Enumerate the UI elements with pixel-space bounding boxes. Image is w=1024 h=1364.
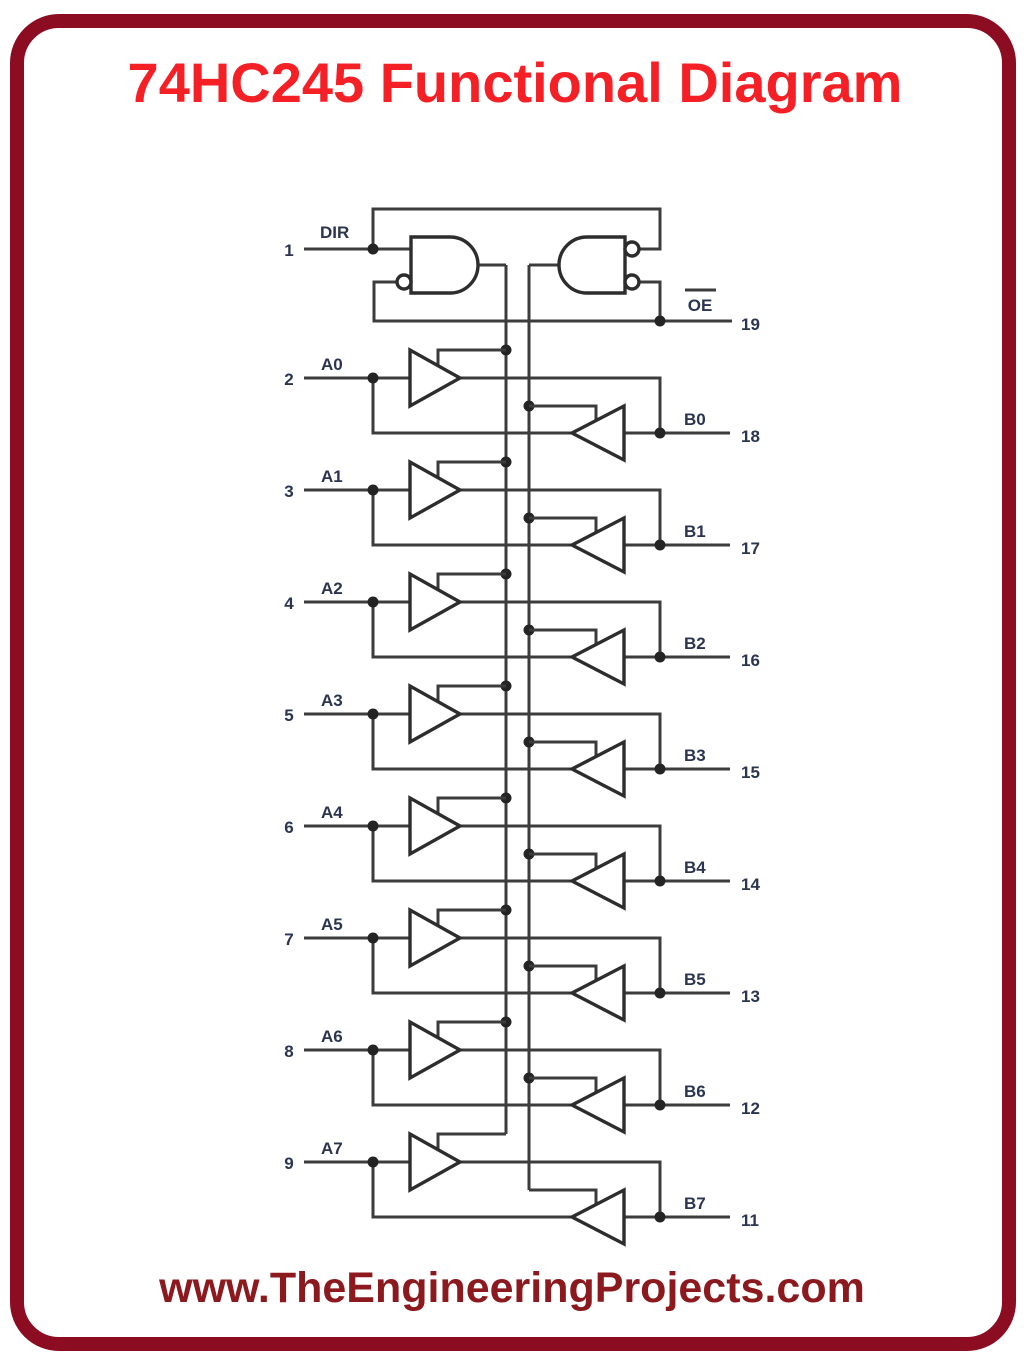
- dir-and-gate: [409, 235, 480, 295]
- a-port-label: A4: [321, 803, 343, 822]
- oe-and-gate: [557, 235, 627, 295]
- dir-pin-number: 1: [284, 241, 293, 260]
- b-port-label: B2: [684, 634, 706, 653]
- b-pin-number: 15: [741, 763, 760, 782]
- oe-rail-wire: [372, 280, 732, 323]
- b-pin-number: 12: [741, 1099, 760, 1118]
- channel-wires: [302, 572, 732, 686]
- channel-wires: [302, 908, 732, 1022]
- a-pin-number: 2: [284, 370, 293, 389]
- b-port-label: B4: [684, 858, 706, 877]
- direction-control-logic: DIR 1 OE 19: [284, 207, 760, 1190]
- a-pin-number: 8: [284, 1042, 293, 1061]
- oe-gate-input-wire: [639, 280, 662, 321]
- border-frame: [10, 14, 1016, 1351]
- a-port-label: A1: [321, 467, 343, 486]
- b-pin-number: 16: [741, 651, 760, 670]
- channel-wires: [302, 460, 732, 574]
- a-pin-number: 7: [284, 930, 293, 949]
- b-pin-number: 14: [741, 875, 760, 894]
- b-pin-number: 13: [741, 987, 760, 1006]
- channel-7: 9 A7 B7 11: [284, 1132, 759, 1246]
- b-port-label: B1: [684, 522, 706, 541]
- b-port-label: B6: [684, 1082, 706, 1101]
- channel-wires: [302, 796, 732, 910]
- a-port-label: A3: [321, 691, 343, 710]
- channel-5: 7 A5 B5 13: [284, 908, 760, 1022]
- dir-to-oe-gate-wire: [371, 207, 662, 251]
- a-pin-number: 3: [284, 482, 293, 501]
- inverter-bubble-dir-gate: [395, 273, 413, 291]
- b-port-label: B3: [684, 746, 706, 765]
- channel-4: 6 A4 B4 14: [284, 796, 760, 910]
- b-port-label: B7: [684, 1194, 706, 1213]
- channel-2: 4 A2 B2 16: [284, 572, 760, 686]
- channel-3: 5 A3 B3 15: [284, 684, 760, 798]
- channel-wires: [302, 348, 732, 462]
- a-port-label: A2: [321, 579, 343, 598]
- a-pin-number: 5: [284, 706, 293, 725]
- inverter-bubble-oe-gate-top: [623, 240, 641, 258]
- channel-0: 2 A0 B0 18: [284, 348, 760, 462]
- a-pin-number: 6: [284, 818, 293, 837]
- b-pin-number: 17: [741, 539, 760, 558]
- oe-label: OE: [688, 296, 713, 315]
- b-pin-number: 18: [741, 427, 760, 446]
- oe-junction-dot: [654, 315, 666, 327]
- channel-wires: [302, 684, 732, 798]
- b-pin-number: 11: [741, 1211, 759, 1230]
- channel-1: 3 A1 B1 17: [284, 460, 760, 574]
- inverter-bubble-oe-gate-bottom: [623, 273, 641, 291]
- a-port-label: A5: [321, 915, 343, 934]
- channel-wires: [302, 1132, 732, 1246]
- b-port-label: B0: [684, 410, 706, 429]
- oe-pin-number: 19: [741, 315, 760, 334]
- a-pin-number: 4: [284, 594, 294, 613]
- website-url: www.TheEngineeringProjects.com: [158, 1264, 865, 1312]
- b-port-label: B5: [684, 970, 706, 989]
- page-title: 74HC245 Functional Diagram: [128, 51, 903, 114]
- a-pin-number: 9: [284, 1154, 293, 1173]
- dir-label: DIR: [320, 223, 349, 242]
- a-port-label: A0: [321, 355, 343, 374]
- channel-wires: [302, 1020, 732, 1134]
- a-port-label: A6: [321, 1027, 343, 1046]
- channel-6: 8 A6 B6 12: [284, 1020, 760, 1134]
- dir-junction-dot: [367, 243, 379, 255]
- a-port-label: A7: [321, 1139, 343, 1158]
